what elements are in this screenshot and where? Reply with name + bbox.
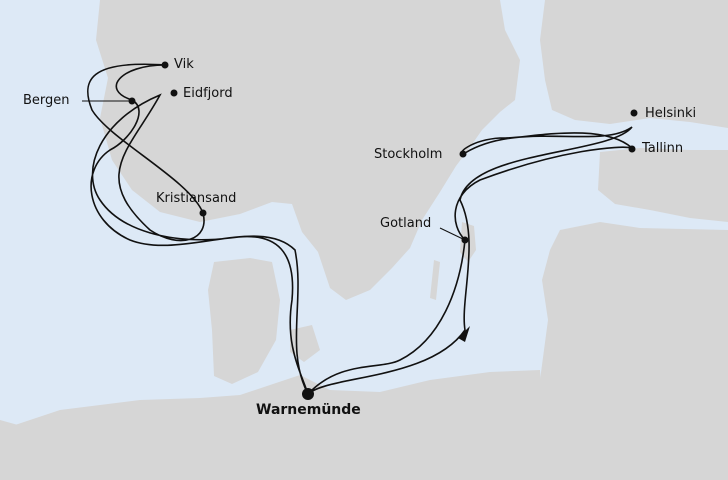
britain-edge bbox=[0, 420, 18, 455]
jutland bbox=[208, 258, 280, 384]
finland bbox=[540, 0, 728, 128]
leader-gotland bbox=[439, 227, 466, 241]
arrowhead-icon bbox=[458, 326, 470, 342]
baltic-states bbox=[540, 222, 728, 480]
port-label-gotland[interactable]: Gotland bbox=[380, 216, 432, 231]
scandinavia bbox=[96, 0, 520, 300]
port-label-warnemuende[interactable]: Warnemünde bbox=[256, 402, 361, 418]
port-label-tallinn[interactable]: Tallinn bbox=[642, 141, 684, 156]
port-marker-tallinn[interactable] bbox=[628, 145, 636, 153]
port-label-helsinki[interactable]: Helsinki bbox=[645, 106, 697, 121]
germany-poland bbox=[0, 370, 545, 480]
estonia bbox=[598, 148, 728, 222]
label-leaders bbox=[82, 100, 466, 241]
oland bbox=[430, 260, 440, 300]
port-marker-helsinki[interactable] bbox=[630, 109, 638, 117]
port-marker-vik[interactable] bbox=[161, 61, 169, 69]
route-norway-loop bbox=[86, 63, 309, 395]
port-label-bergen[interactable]: Bergen bbox=[23, 93, 70, 108]
port-marker-stockholm[interactable] bbox=[459, 150, 467, 158]
port-marker-warnemuende[interactable] bbox=[302, 388, 314, 400]
route-baltic-loop bbox=[307, 126, 633, 395]
route bbox=[86, 63, 633, 395]
port-marker-kristiansand[interactable] bbox=[199, 209, 207, 217]
port-marker-eidfjord[interactable] bbox=[170, 89, 178, 97]
port-label-kristiansand[interactable]: Kristiansand bbox=[156, 191, 237, 206]
port-label-vik[interactable]: Vik bbox=[174, 57, 194, 72]
port-label-stockholm[interactable]: Stockholm bbox=[374, 147, 443, 162]
port-label-eidfjord[interactable]: Eidfjord bbox=[183, 86, 233, 101]
